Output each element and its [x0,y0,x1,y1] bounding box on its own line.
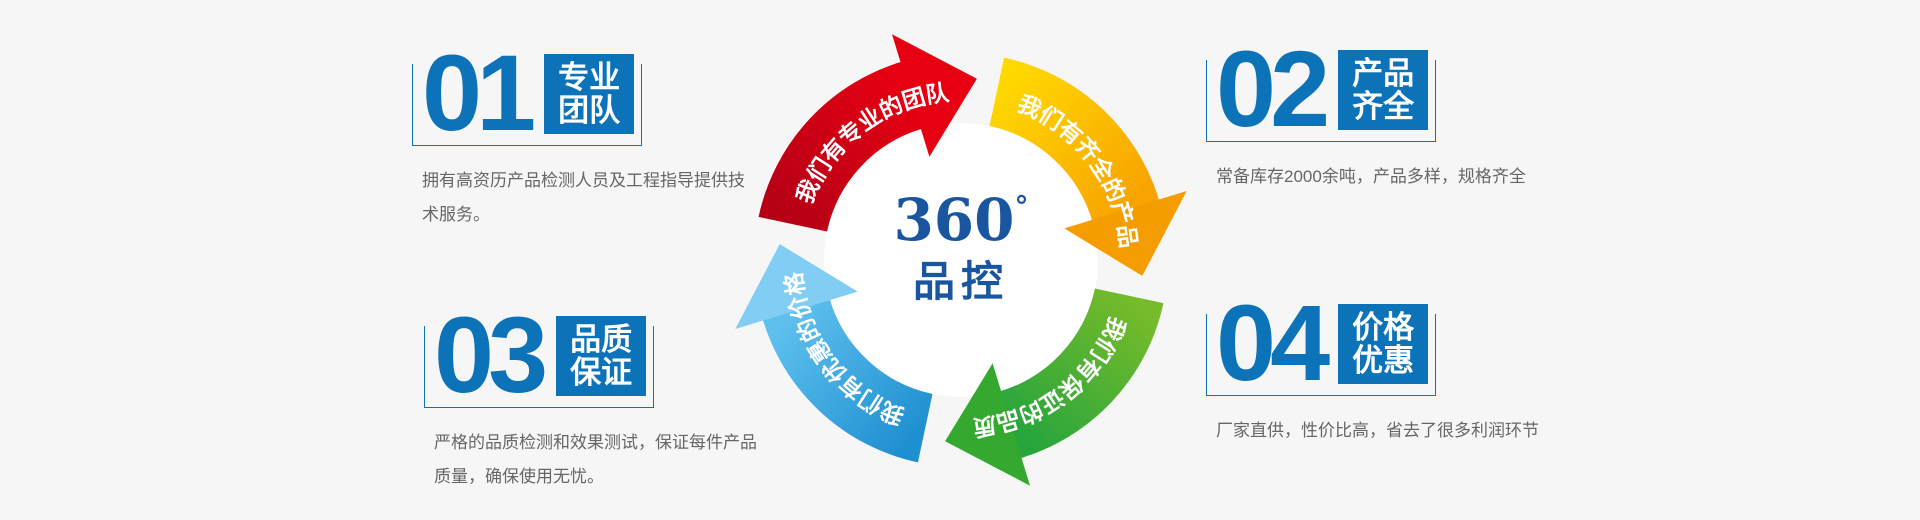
feature-04-number: 04 [1216,282,1330,403]
feature-03-title: 品质 保证 [556,316,647,396]
ring-arc-green [997,287,1164,459]
feature-block-03: 03 品质 保证 严格的品质检测和效果测试，保证每件产品质量，确保使用无忧。 [424,294,766,494]
feature-04-title-line2: 优惠 [1352,343,1415,378]
ring-arc-blue [762,296,934,463]
feature-02-title: 产品 齐全 [1338,50,1429,130]
feature-04-title-line1: 价格 [1352,310,1415,345]
ring-arrowhead-yellow [1064,191,1187,276]
feature-03-number: 03 [434,294,548,415]
feature-03-title-line2: 保证 [570,355,633,390]
quality-ring-diagram: 360° 品控 我们有专业的团队我们有齐全的产品我们有保证的品质我们有优惠的价格 [735,34,1187,486]
ring-arrowhead-red [892,34,977,157]
feature-01-number: 01 [422,32,536,153]
feature-03-title-line1: 品质 [570,322,633,357]
feature-block-04: 04 价格 优惠 厂家直供，性价比高，省去了很多利润环节 [1206,282,1539,448]
feature-03-header: 03 品质 保证 [424,294,655,415]
feature-02-header: 02 产品 齐全 [1206,28,1437,149]
ring-arc-yellow [988,57,1160,224]
ring-arrowhead-blue [735,244,858,329]
feature-02-number: 02 [1216,28,1330,149]
ring-inner-circle [824,123,1098,397]
feature-04-description: 厂家直供，性价比高，省去了很多利润环节 [1216,421,1539,440]
feature-02-description: 常备库存2000余吨，产品多样，规格齐全 [1216,167,1526,186]
center-360-text: 360° [893,186,1028,254]
ring-arrowhead-green [945,363,1030,486]
feature-04-title: 价格 优惠 [1338,304,1429,384]
feature-block-01: 01 专业 团队 拥有高资历产品检测人员及工程指导提供技术服务。 [412,32,754,232]
feature-04-header: 04 价格 优惠 [1206,282,1437,403]
feature-01-title: 专业 团队 [544,54,635,134]
ring-arc-red [758,61,925,233]
feature-01-title-line2: 团队 [558,93,621,128]
center-label: 品控 [913,257,1009,306]
feature-02-title-line1: 产品 [1352,56,1415,91]
feature-01-header: 01 专业 团队 [412,32,643,153]
feature-02-title-line2: 齐全 [1352,89,1415,124]
feature-01-title-line1: 专业 [558,60,621,95]
feature-block-02: 02 产品 齐全 常备库存2000余吨，产品多样，规格齐全 [1206,28,1526,194]
feature-03-description: 严格的品质检测和效果测试，保证每件产品质量，确保使用无忧。 [434,433,757,486]
feature-01-description: 拥有高资历产品检测人员及工程指导提供技术服务。 [422,171,745,224]
